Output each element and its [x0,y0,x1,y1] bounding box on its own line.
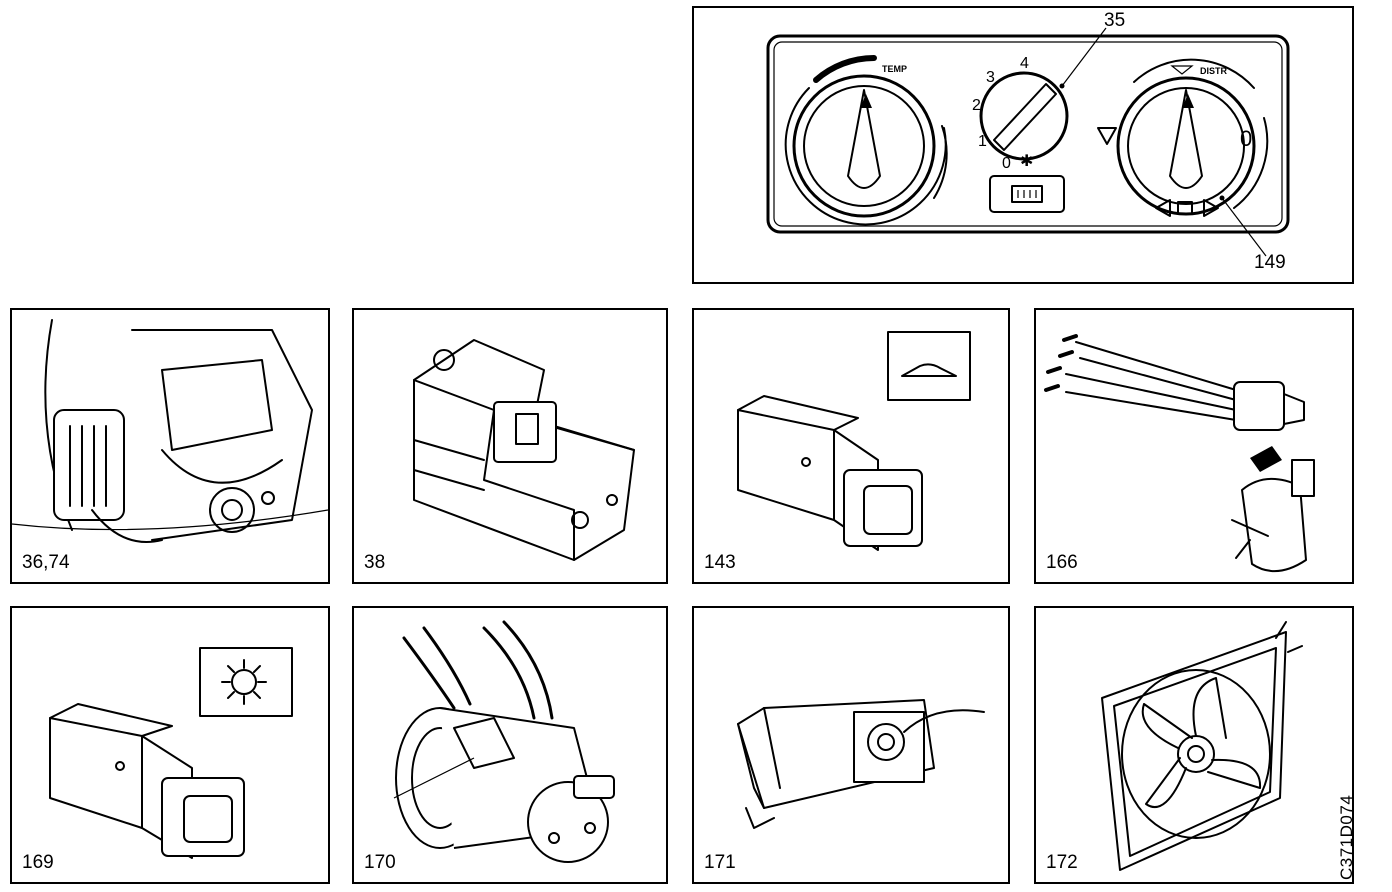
callout-149: 149 [1254,252,1286,273]
blower-motor-icon [12,319,328,543]
panel-166: 166 [1034,308,1354,584]
fan-speed-1: 1 [978,133,987,150]
panel-170: 170 [352,606,668,884]
fan-speed-4: 4 [1020,55,1029,72]
figure-code: C371D074 [1337,794,1356,880]
ac-switch-icon [49,647,293,859]
thermostat-icon [737,699,985,829]
fan-speed-3: 3 [986,69,995,86]
compressor-icon [393,620,615,863]
fan-speed-2: 2 [972,97,981,114]
panel-label: 166 [1046,552,1078,573]
cooling-fan-icon [1101,621,1303,871]
panel-label: 143 [704,552,736,573]
panel-label: 170 [364,852,396,873]
panel-38: 38 [352,308,668,584]
panel-169: 169 [10,606,330,884]
panel-label: 38 [364,552,386,573]
panel-label: 172 [1046,852,1078,873]
panel-172: 172 [1034,606,1354,884]
fan-speed-0: 0 [1002,155,1011,172]
servo-motor-icon [413,339,635,561]
pressure-switch-icon [1044,334,1315,572]
panel-36-74: 36,74 [10,308,330,584]
rocker-switch-icon [737,331,971,551]
callout-35: 35 [1104,10,1126,31]
distr-label: DISTR [1200,66,1228,76]
fan-off-icon: ✱ [1020,153,1033,170]
panel-143: 143 [692,308,1010,584]
panel-label: 171 [704,852,736,873]
control-panel-box: TEMP 0 1 2 3 4 ✱ DISTR 0 35 149 [692,6,1354,284]
heater-control-panel-icon: TEMP 0 1 2 3 4 ✱ DISTR 0 [766,27,1290,257]
distr-off-label: 0 [1240,126,1252,151]
panel-label: 36,74 [22,552,70,573]
temp-label: TEMP [882,64,907,74]
panel-171: 171 [692,606,1010,884]
panel-label: 169 [22,852,54,873]
